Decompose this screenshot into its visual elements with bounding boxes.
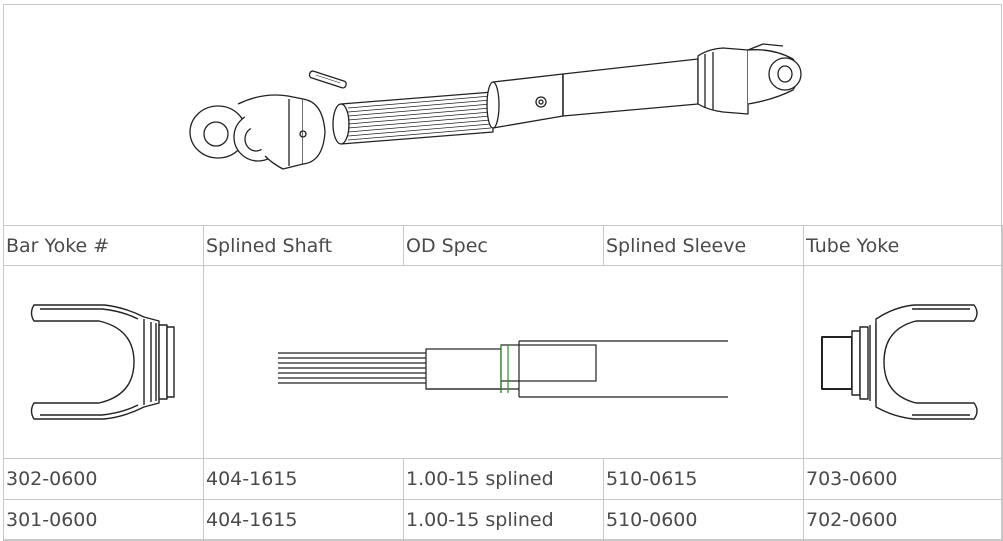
header-od-spec: OD Spec bbox=[403, 225, 604, 266]
shaft-sleeve-cell bbox=[203, 265, 804, 459]
tube-yoke-drawing bbox=[821, 304, 978, 420]
right-yoke-ear bbox=[768, 57, 802, 91]
spec-table: Bar Yoke # Splined Shaft OD Spec Splined… bbox=[3, 225, 1003, 541]
tube-yoke-part-number: 703-0600 bbox=[803, 458, 1003, 500]
bar-yoke-part-number: 301-0600 bbox=[3, 499, 204, 541]
header-tube-yoke: Tube Yoke bbox=[803, 225, 1003, 266]
bar-yoke-cell bbox=[3, 265, 204, 459]
header-splined-shaft: Splined Shaft bbox=[203, 225, 404, 266]
splined-sleeve-part-number: 510-0600 bbox=[603, 499, 804, 541]
od-spec-value: 1.00-15 splined bbox=[403, 458, 604, 500]
table-row: 301-0600 404-1615 1.00-15 splined 510-06… bbox=[3, 499, 1003, 541]
bar-yoke-drawing bbox=[30, 304, 175, 420]
tube-yoke-cell bbox=[803, 265, 1003, 459]
splined-sleeve-part-number: 510-0615 bbox=[603, 458, 804, 500]
bar-yoke-part-number: 302-0600 bbox=[3, 458, 204, 500]
header-bar-yoke: Bar Yoke # bbox=[3, 225, 204, 266]
splined-shaft-part-number: 404-1615 bbox=[203, 499, 404, 541]
tube-yoke-part-number: 702-0600 bbox=[803, 499, 1003, 541]
cross-pin bbox=[308, 70, 347, 89]
od-spec-value: 1.00-15 splined bbox=[403, 499, 604, 541]
hero-tube bbox=[562, 58, 699, 117]
table-image-row bbox=[3, 265, 1003, 459]
header-splined-sleeve: Splined Sleeve bbox=[603, 225, 804, 266]
driveshaft-assembly-diagram bbox=[189, 43, 802, 170]
splined-shaft-part-number: 404-1615 bbox=[203, 458, 404, 500]
splined-shaft-sleeve-drawing bbox=[278, 340, 728, 398]
hero-splined-sleeve bbox=[492, 73, 564, 129]
table-header-row: Bar Yoke # Splined Shaft OD Spec Splined… bbox=[3, 225, 1003, 266]
table-row: 302-0600 404-1615 1.00-15 splined 510-06… bbox=[3, 458, 1003, 500]
driveshaft-hero bbox=[3, 4, 1002, 226]
